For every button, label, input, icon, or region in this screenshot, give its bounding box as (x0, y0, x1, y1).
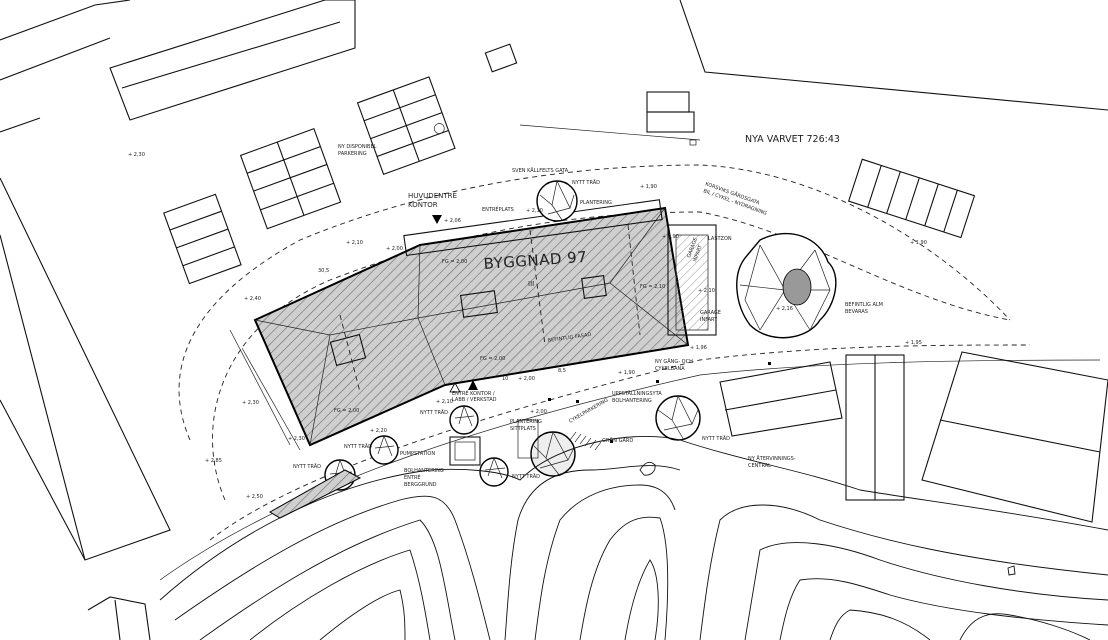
level-mark: + 2,10 (436, 399, 453, 405)
level-mark: + 2,10 (526, 208, 543, 214)
parking-label: PARKERING (338, 151, 367, 157)
level-mark: + 1,90 (910, 240, 927, 246)
level-mark: + 1,96 (690, 345, 707, 351)
planting-label: SITTPLATS (510, 426, 536, 432)
east-buildings (719, 351, 1108, 523)
entrance-plate-label: ENTRÉPLATS (482, 205, 514, 213)
level-mark: + 2,10 (698, 288, 715, 294)
entrance-markers (432, 215, 478, 393)
level-mark: FG = 2,10 (640, 284, 665, 290)
green-area-label: GRÖN GÅRD (602, 437, 633, 444)
pumpstation-label: PUMPSTATION (400, 451, 435, 457)
level-mark: + 1,90 (618, 370, 635, 376)
level-mark: + 2,00 (530, 409, 547, 415)
tree-label: NYTT TRÄD (293, 463, 321, 470)
level-mark: + 2,06 (444, 218, 461, 224)
level-mark: + 1,95 (905, 340, 922, 346)
tree-label: NYTT TRÄD (344, 443, 372, 450)
office-entrance-label: ENTRÉ KONTOR / (452, 389, 495, 397)
dimension: 10 (502, 376, 508, 382)
level-mark: FG = 2,00 (442, 259, 467, 265)
storage-label: BOLHANTERING (612, 398, 652, 404)
property-name: NYA VARVET 726:43 (745, 134, 840, 145)
level-mark: + 2,20 (370, 428, 387, 434)
level-mark: + 2,30 (242, 400, 259, 406)
level-mark: + 2,40 (244, 296, 261, 302)
level-mark: + 2,85 (205, 458, 222, 464)
building-97 (229, 199, 717, 451)
planting-label: PLANTERING (510, 419, 542, 425)
terrain-contours (159, 435, 1108, 640)
tree-icon (369, 435, 399, 465)
recycling-label: NY ÅTERVINNINGS- (748, 455, 796, 462)
tree-label: NYTT TRÄD (512, 473, 540, 480)
dimension: 8,5 (558, 368, 566, 374)
garage-label: GARAGE (700, 310, 721, 316)
garage-label: INFART (692, 244, 704, 263)
building-mark: III (528, 280, 534, 288)
level-mark: + 2,30 (288, 436, 305, 442)
tree-label: NYTT TRÄD (572, 179, 600, 186)
level-mark: + 2,00 (518, 376, 535, 382)
parking-clusters (163, 76, 976, 285)
level-mark: + 1,90 (662, 234, 679, 240)
level-mark: + 2,50 (246, 494, 263, 500)
parking-label: NY DISPONIBEL (338, 144, 377, 150)
site-furniture (269, 362, 771, 519)
level-mark: FG = 2,00 (480, 356, 505, 362)
tree-icon (655, 395, 701, 441)
tree-label: NYTT TRÄD (702, 435, 730, 442)
bike-path-label: NY GÅNG- OCH (655, 358, 693, 365)
level-mark: + 1,90 (640, 184, 657, 190)
recycling-label: CENTRAL (748, 463, 771, 469)
office-entrance-label: LABB / VERKSTAD (452, 397, 497, 403)
level-mark: + 2,30 (128, 152, 145, 158)
loading-label: LASTZON (708, 236, 732, 242)
bike-parking-label: CYKELPARKERING (568, 397, 609, 424)
bol-label: BERGGRUND (404, 482, 437, 488)
bol-label: ENTRÉ (404, 473, 421, 481)
tree-icon (530, 431, 576, 477)
level-mark: FG = 2,00 (334, 408, 359, 414)
main-entrance-label: KONTOR (408, 201, 438, 209)
trees (324, 180, 837, 491)
level-mark: + 2,10 (346, 240, 363, 246)
street-label: SVEN KÄLLFELTS GATA (512, 167, 569, 174)
storage-label: UPPSTÄLLNINGSYTA (612, 390, 662, 397)
tree-icon (449, 405, 479, 435)
level-mark: + 2,00 (386, 246, 403, 252)
bol-label: BOLHANTERING (404, 468, 444, 474)
elm-label: BEVARAS (845, 309, 868, 315)
dimension: 30,5 (318, 268, 329, 274)
tree-icon (536, 180, 578, 222)
large-elm-tree-icon (736, 232, 837, 339)
elm-label: BEFINTLIG ALM (845, 302, 883, 308)
main-entrance-label: HUVUDENTRÉ (408, 191, 457, 200)
planting-bar-label: PLANTERING (580, 200, 612, 206)
garage-label: INFART (700, 317, 718, 323)
level-mark: + 2,16 (776, 306, 793, 312)
bike-path-label: CYKELBANA (655, 366, 685, 372)
tree-label: NYTT TRÄD (420, 409, 448, 416)
